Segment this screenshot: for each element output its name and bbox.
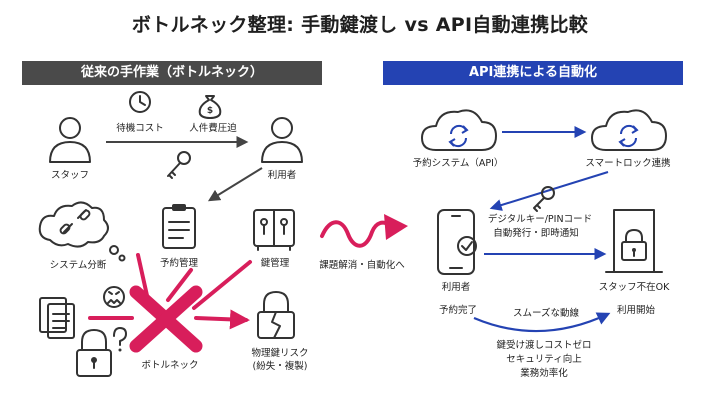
stressed-face-icon [103, 286, 125, 308]
door-lock-icon [605, 209, 663, 273]
physical-risk-label-2: (紛失・複製) [253, 360, 308, 372]
digital-key-icon [533, 186, 555, 212]
right-user-label: 利用者 [442, 281, 471, 293]
user-label: 利用者 [268, 169, 297, 181]
labor-cost-label: 人件費圧迫 [189, 122, 237, 134]
clock-icon [129, 91, 151, 113]
bottleneck-connectors [88, 253, 252, 330]
smartlock-cloud-icon [591, 109, 667, 151]
clipboard-icon [162, 204, 196, 249]
key-delivery-arrow [489, 171, 609, 211]
booking-done-label: 予約完了 [439, 304, 477, 316]
right-panel-heading: API連携による自動化 [383, 61, 683, 85]
staff-label: スタッフ [51, 170, 89, 181]
digital-key-label: デジタルキー/PINコード [488, 213, 592, 225]
physical-risk-label-1: 物理鍵リスク [251, 347, 308, 359]
user-to-reservation-arrow [207, 167, 263, 202]
benefit-item: セキュリティ向上 [506, 353, 582, 365]
smooth-flow-label: スムーズな動線 [513, 307, 580, 319]
auto-issue-label: 自動発行・即時通知 [493, 227, 579, 239]
reservation-mgmt-label: 予約管理 [160, 257, 199, 269]
benefit-item: 業務効率化 [520, 367, 568, 379]
left-panel-heading: 従来の手作業（ボトルネック） [22, 61, 322, 85]
transition-wave [320, 220, 392, 248]
padlock-question-icon [76, 327, 127, 377]
reservation-cloud-icon [421, 109, 497, 151]
system-split-label: システム分断 [50, 259, 107, 271]
reservation-system-label: 予約システム（API） [413, 157, 504, 169]
staff-person-icon [49, 117, 91, 163]
broken-padlock-icon [257, 291, 295, 339]
money-bag-icon: $ [198, 95, 222, 119]
svg-text:$: $ [207, 106, 213, 116]
smartphone-icon [437, 209, 477, 275]
user-person-icon [261, 117, 303, 163]
documents-icon [39, 297, 75, 339]
bottleneck-x-icon [129, 285, 203, 353]
smooth-flow-arrow [473, 312, 611, 333]
key-mgmt-label: 鍵管理 [261, 257, 290, 269]
key-icon [167, 151, 191, 179]
broken-link-cloud-icon [38, 201, 126, 262]
transition-arrowhead [384, 214, 408, 240]
wait-cost-label: 待機コスト [116, 122, 164, 134]
smart-lock-label: スマートロック連携 [585, 157, 670, 169]
benefit-item: 鍵受け渡しコストゼロ [496, 339, 591, 351]
page-title: ボトルネック整理: 手動鍵渡し vs API自動連携比較 [131, 14, 589, 36]
staff-absent-label: スタッフ不在OK [599, 281, 670, 293]
bottleneck-label: ボトルネック [141, 360, 198, 371]
key-cabinet-icon [253, 209, 295, 251]
usage-start-label: 利用開始 [617, 304, 656, 316]
transition-label: 課題解消・自動化へ [319, 259, 405, 271]
